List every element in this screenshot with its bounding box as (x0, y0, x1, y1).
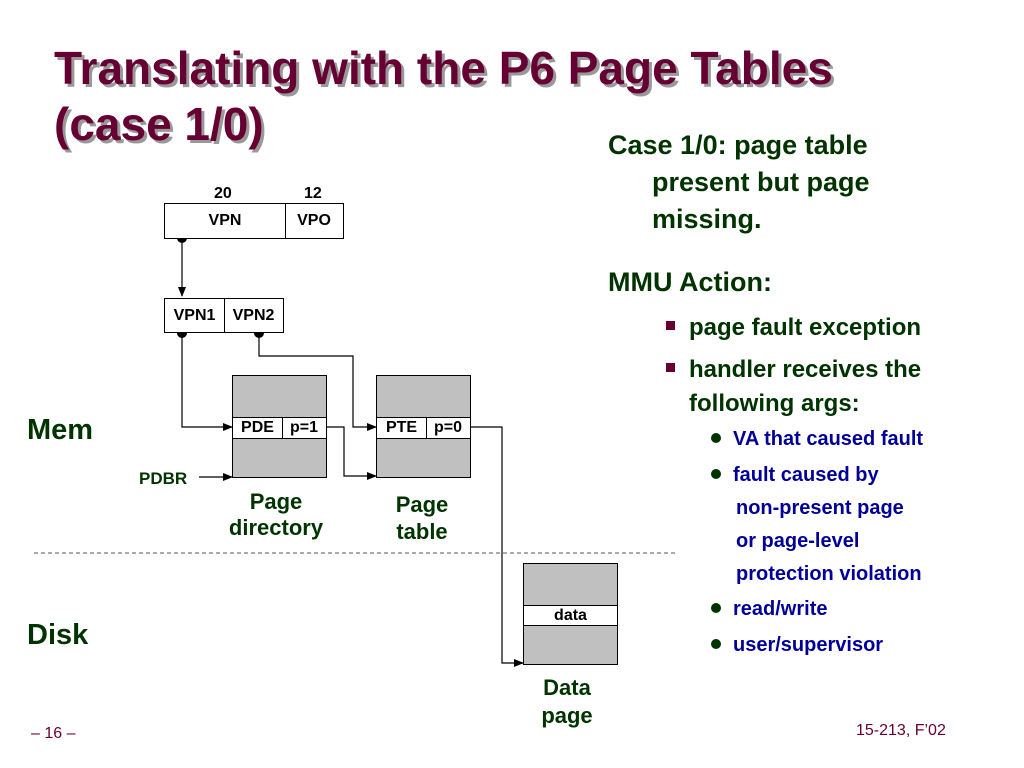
round-bullet-icon (711, 602, 721, 613)
sub-bullet-text: user/supervisor (733, 634, 884, 656)
pte-row: PTE p=0 (377, 417, 470, 439)
pde-field: PDE (233, 418, 283, 438)
title-line-2: (case 1/0) (54, 98, 264, 150)
vpn2-field: VPN2 (232, 307, 275, 324)
page-directory-box: PDE p=1 (232, 375, 327, 478)
page-table-caption: Page table (362, 491, 482, 545)
sub-bullet-text: non-present page (736, 497, 904, 519)
bullet-text: handler receives the (689, 356, 922, 383)
pdbr-label: PDBR (139, 469, 188, 488)
bullet-handler-args: handler receives the following args: (666, 353, 921, 421)
data-row: data (524, 605, 617, 626)
pde-row: PDE p=1 (233, 417, 326, 439)
vpn2-arrow (258, 333, 377, 431)
pte-arrow (471, 426, 524, 667)
slide-title: Translating with the P6 Page Tables (cas… (54, 40, 833, 152)
data-page-box: data (523, 563, 618, 665)
pte-field: PTE (377, 418, 427, 438)
sub-bullet-us: user/supervisor (711, 629, 883, 662)
sub-bullet-text: fault caused by (733, 464, 879, 486)
vpn-bits-label: 20 (214, 185, 232, 202)
vpo-bits-label: 12 (304, 185, 322, 202)
round-bullet-icon (711, 638, 721, 649)
sub-bullet-text: read/write (733, 598, 828, 620)
data-page-caption-line: Data (543, 675, 591, 700)
case-line: missing. (652, 204, 762, 234)
sub-bullet-cause: fault caused by non-present page or page… (711, 459, 922, 591)
case-line: present but page (652, 167, 870, 197)
case-description: Case 1/0: page table present but page mi… (608, 127, 870, 238)
round-bullet-icon (711, 432, 721, 443)
mem-label: Mem (27, 414, 94, 446)
sub-bullet-text: or page-level (736, 530, 860, 552)
round-bullet-icon (711, 468, 721, 479)
page-table-caption-line: Page (395, 492, 449, 517)
bullet-text: page fault exception (689, 314, 922, 341)
pde-flag: p=1 (289, 419, 318, 436)
pde-arrow (326, 426, 377, 480)
slide-number: – 16 – (31, 725, 76, 742)
data-field: data (554, 607, 587, 624)
sub-bullet-va: VA that caused fault (711, 423, 923, 456)
mmu-action-heading: MMU Action: (608, 267, 772, 297)
vpn-split-box: VPN1 VPN2 (164, 298, 284, 333)
square-bullet-icon (666, 321, 675, 331)
disk-label: Disk (27, 619, 89, 651)
bullet-page-fault: page fault exception (666, 311, 921, 345)
pte-flag: p=0 (433, 419, 462, 436)
vpn1-field: VPN1 (165, 299, 225, 332)
page-directory-caption-line: Page (249, 489, 303, 514)
sub-bullet-text: protection violation (736, 563, 922, 585)
page-table-caption-line: table (396, 519, 448, 544)
case-line: Case 1/0: page table (608, 130, 868, 160)
bullet-text: following args: (689, 390, 860, 417)
sub-bullet-rw: read/write (711, 593, 827, 626)
sub-bullet-text: VA that caused fault (733, 428, 924, 450)
virtual-address-box: VPN VPO (164, 203, 344, 239)
page-directory-caption: Page directory (216, 489, 336, 541)
square-bullet-icon (666, 363, 675, 373)
course-label: 15-213, F’02 (856, 722, 946, 739)
data-page-caption-line: page (541, 703, 593, 728)
vpn1-arrow (181, 333, 233, 431)
vpn-field: VPN (165, 204, 286, 238)
data-page-caption: Data page (507, 674, 627, 730)
page-table-box: PTE p=0 (376, 375, 471, 478)
vpo-field: VPO (297, 212, 331, 229)
title-line-1: Translating with the P6 Page Tables (54, 42, 833, 94)
page-directory-caption-line: directory (228, 515, 324, 540)
